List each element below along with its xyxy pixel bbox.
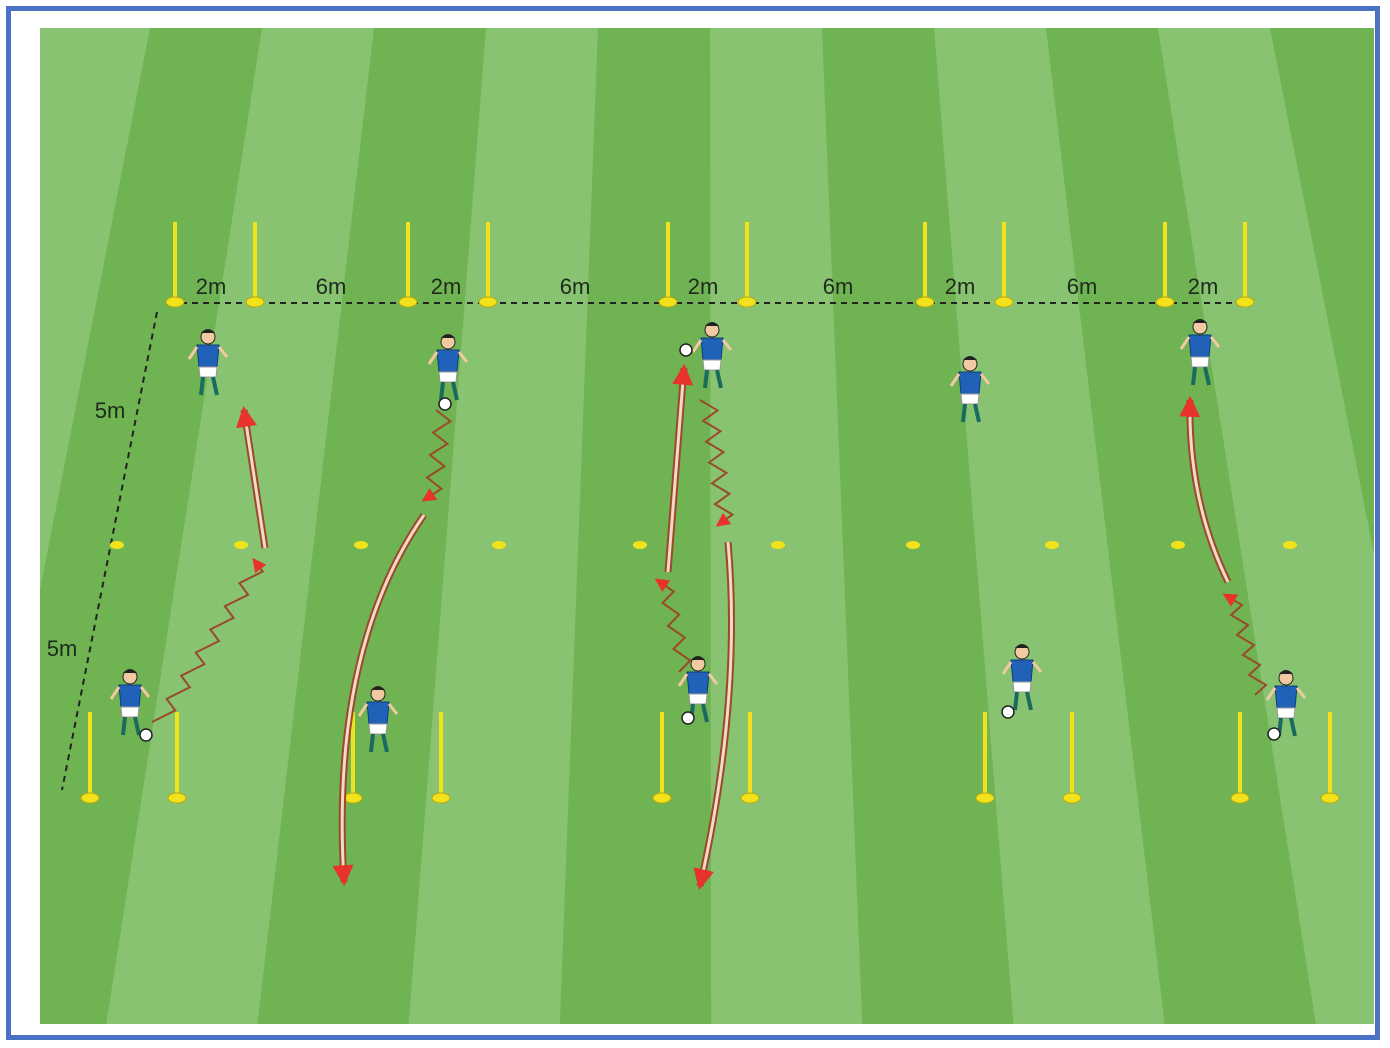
distance-label: 5m xyxy=(47,636,78,661)
distance-label: 2m xyxy=(1188,274,1219,299)
cone xyxy=(771,541,785,549)
cone xyxy=(633,541,647,549)
cone xyxy=(354,541,368,549)
distance-label: 6m xyxy=(316,274,347,299)
distance-label: 2m xyxy=(196,274,227,299)
cone xyxy=(906,541,920,549)
distance-label: 6m xyxy=(823,274,854,299)
cone xyxy=(110,541,124,549)
cone xyxy=(1171,541,1185,549)
distance-label: 2m xyxy=(945,274,976,299)
distance-label: 6m xyxy=(560,274,591,299)
distance-label: 2m xyxy=(431,274,462,299)
distance-label: 6m xyxy=(1067,274,1098,299)
cone xyxy=(492,541,506,549)
cone xyxy=(1283,541,1297,549)
distance-label: 5m xyxy=(95,398,126,423)
pitch xyxy=(0,28,1390,1024)
cone xyxy=(234,541,248,549)
cone xyxy=(1045,541,1059,549)
distance-label: 2m xyxy=(688,274,719,299)
